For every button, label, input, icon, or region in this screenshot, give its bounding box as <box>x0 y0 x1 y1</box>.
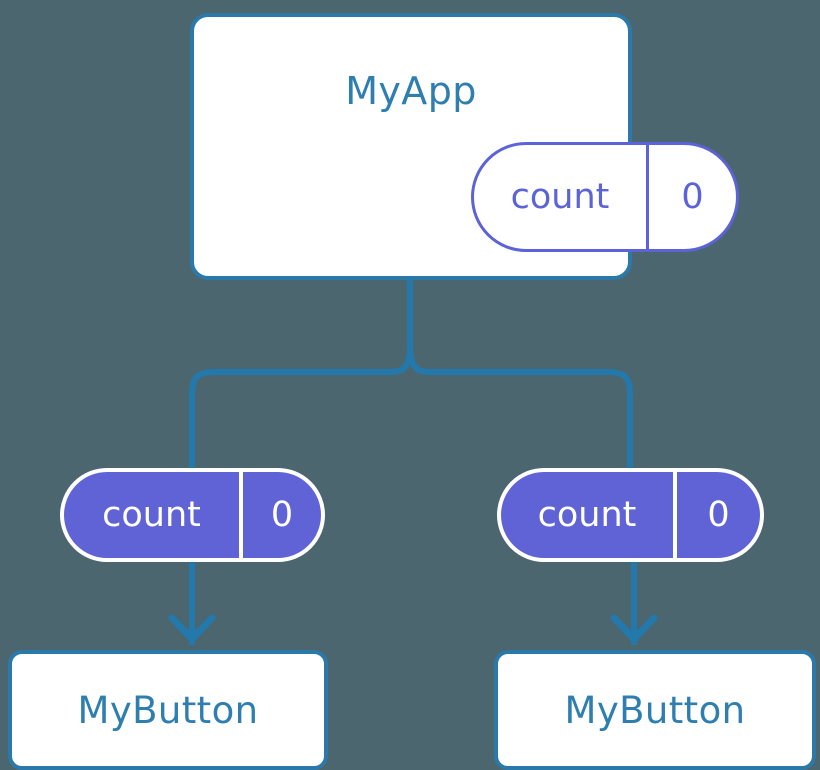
connector-split-right <box>407 344 633 468</box>
props-pill-right-key: count <box>537 494 637 535</box>
arrow-head-right-icon <box>610 614 658 643</box>
component-card-mybutton-right[interactable]: MyButton <box>494 650 816 770</box>
props-pill-right-value: 0 <box>673 472 760 558</box>
component-card-mybutton-left[interactable]: MyButton <box>8 650 328 770</box>
props-pill-left-key: count <box>102 494 201 535</box>
state-pill-value: 0 <box>646 145 736 249</box>
props-pill-left-value: 0 <box>239 472 321 558</box>
component-title-myapp: MyApp <box>345 69 477 113</box>
component-title-mybutton-left: MyButton <box>77 688 259 732</box>
state-pill-count[interactable]: count 0 <box>471 142 739 252</box>
connector-split-left <box>189 344 413 468</box>
state-pill-key: count <box>510 176 610 217</box>
component-card-myapp[interactable]: MyApp count 0 <box>190 13 739 280</box>
props-pill-right[interactable]: count 0 <box>497 468 764 562</box>
props-pill-left[interactable]: count 0 <box>60 468 325 562</box>
arrow-head-left-icon <box>168 614 216 643</box>
component-title-mybutton-right: MyButton <box>564 688 746 732</box>
